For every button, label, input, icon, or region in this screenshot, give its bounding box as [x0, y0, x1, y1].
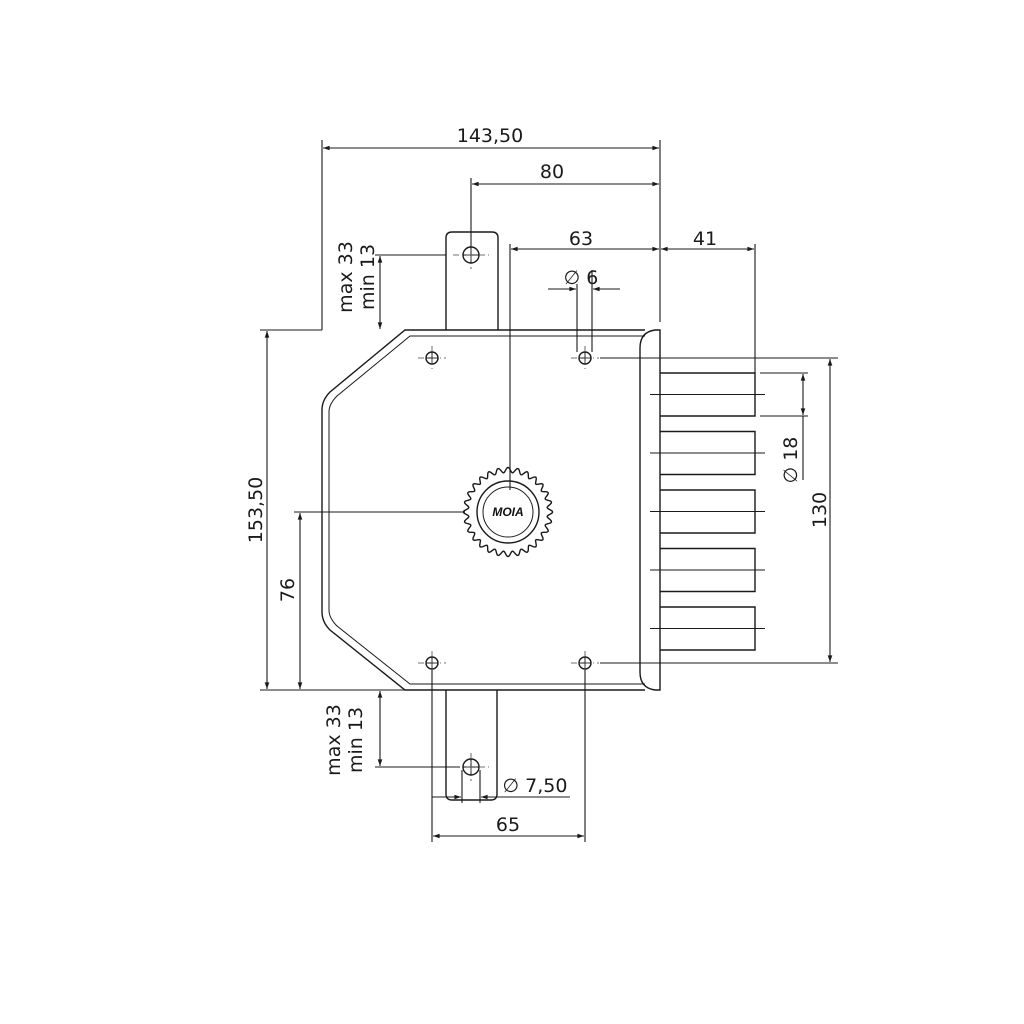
dim-backset: 63	[569, 228, 593, 250]
dim-cylinder-height: 76	[277, 578, 299, 602]
cylinder-rosette: MOIA	[462, 466, 554, 558]
dim-bolt-projection: 41	[693, 228, 717, 250]
dim-bottom-min: min 13	[345, 707, 367, 773]
dim-top-max: max 33	[335, 241, 357, 313]
dim-overall-height: 153,50	[245, 477, 267, 543]
dim-bolt-diameter: ∅ 18	[780, 437, 802, 484]
dim-bottom-max: max 33	[323, 704, 345, 776]
brand-logo: MOIA	[492, 505, 523, 519]
lock-body	[321, 329, 645, 691]
bolts	[650, 372, 765, 651]
dimension-lines	[260, 140, 838, 842]
dim-hole-diameter-bottom: ∅ 7,50	[503, 775, 568, 797]
dim-bolt-span: 130	[809, 492, 831, 528]
dim-top-tongue-offset: 80	[540, 161, 564, 183]
mounting-holes	[418, 241, 599, 781]
front-plate	[639, 329, 661, 691]
dim-hole-diameter-top: ∅ 6	[564, 267, 599, 289]
bottom-tongue	[445, 690, 498, 801]
dim-overall-width: 143,50	[457, 125, 523, 147]
dim-top-min: min 13	[357, 244, 379, 310]
dim-hole-spacing: 65	[496, 814, 520, 836]
top-tongue	[445, 231, 499, 330]
